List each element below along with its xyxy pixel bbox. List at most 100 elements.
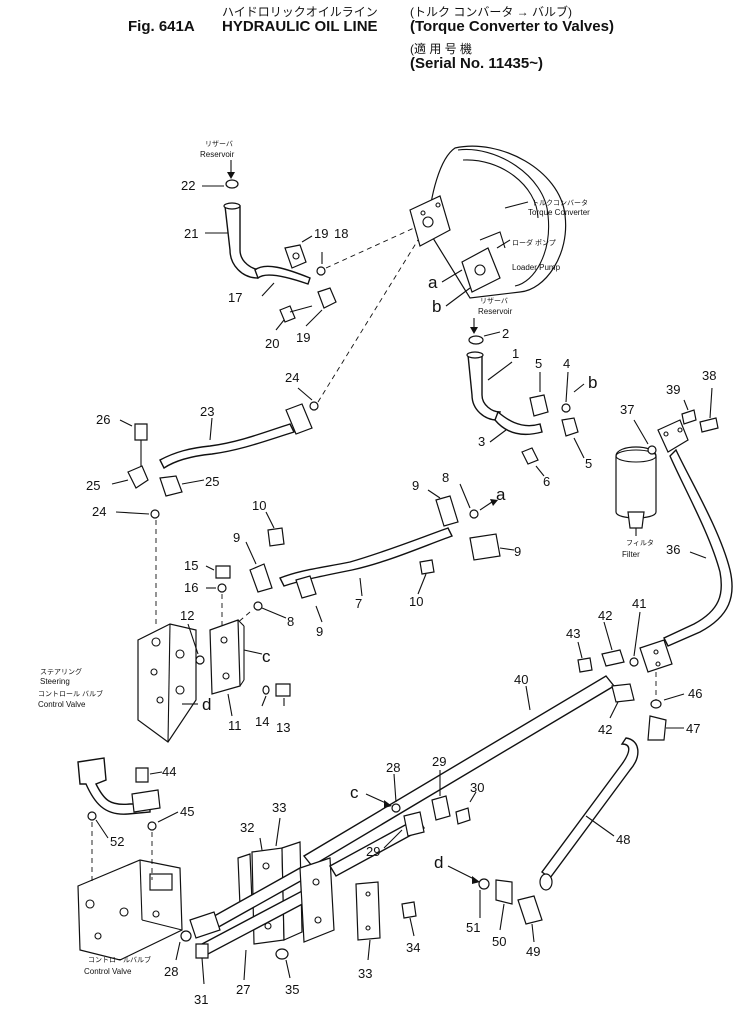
callout-47: 47 <box>686 721 700 736</box>
callout-31: 31 <box>194 992 208 1007</box>
filter <box>615 446 657 519</box>
part-4-oring <box>561 403 571 413</box>
part-26-bolt <box>134 423 148 441</box>
callout-43: 43 <box>566 626 580 641</box>
torque-converter-leader <box>504 201 529 209</box>
part-51-oring <box>478 878 490 890</box>
part-3-tube <box>494 410 543 436</box>
reservoir-mid-label: Reservoir <box>478 307 513 316</box>
part-43-bolt <box>577 657 593 673</box>
part-5-clamp-lower <box>561 417 579 437</box>
callout-9-upper: 9 <box>412 478 419 493</box>
part-9-clamp-left <box>249 563 273 593</box>
callout-28-top: 28 <box>386 760 400 775</box>
part-28-oring-lower <box>180 930 192 942</box>
part-42-clamp-upper <box>601 649 625 667</box>
part-9-clamp-lower <box>295 575 317 599</box>
serial-number: (Serial No. 11435~) <box>410 55 543 72</box>
part-11-block <box>209 619 241 695</box>
callout-33-top: 33 <box>272 800 286 815</box>
connection-a-mid: a <box>496 485 506 504</box>
part-52-oring <box>87 811 97 821</box>
callout-14: 14 <box>255 714 269 729</box>
part-49-elbow <box>517 895 543 925</box>
part-29-block <box>299 857 335 943</box>
callout-6: 6 <box>543 474 550 489</box>
part-47-elbow <box>647 715 667 741</box>
callout-21: 21 <box>184 226 198 241</box>
callout-36: 36 <box>666 542 680 557</box>
callout-19-top: 19 <box>314 226 328 241</box>
callout-52: 52 <box>110 834 124 849</box>
loader-pump-label-jp: ローダ ポンプ <box>512 238 556 247</box>
callout-9-left: 9 <box>233 530 240 545</box>
callout-34: 34 <box>406 940 420 955</box>
filter-label: Filter <box>622 550 640 559</box>
callout-22: 22 <box>181 178 195 193</box>
callout-20: 20 <box>265 336 279 351</box>
part-13-bolt <box>275 683 291 697</box>
part-15-plug <box>215 565 231 579</box>
callout-48: 48 <box>616 832 630 847</box>
part-23-flange <box>285 403 313 435</box>
reservoir-top-label-jp: リザーバ <box>205 140 233 148</box>
part-33-plate-right <box>355 881 381 941</box>
part-28-oring-upper <box>391 803 401 813</box>
part-25-clamp-right <box>159 475 183 497</box>
callout-3: 3 <box>478 434 485 449</box>
part-14-washer <box>262 685 270 695</box>
callout-25-left: 25 <box>86 478 100 493</box>
steering-label-jp: ステアリング <box>40 667 82 676</box>
arrow-head-icon <box>227 172 235 179</box>
callout-50: 50 <box>492 934 506 949</box>
connection-a-top: a <box>428 273 438 292</box>
part-9-flange <box>469 533 501 561</box>
control-valve-label-jp: コントロールバルブ <box>88 955 151 964</box>
callout-39: 39 <box>666 382 680 397</box>
control-valve-port <box>149 873 173 891</box>
callout-1: 1 <box>512 346 519 361</box>
part-25-clamp-left <box>127 465 149 489</box>
part-36-tube <box>663 448 733 647</box>
part-12-oring <box>195 655 205 665</box>
part-42-clamp-lower <box>611 683 635 703</box>
figure-number: Fig. 641A <box>128 18 195 35</box>
serial-japanese: (適 用 号 機 <box>410 42 472 56</box>
steering-label: Steering <box>40 677 70 686</box>
callout-16: 16 <box>184 580 198 595</box>
connection-b-top: b <box>432 297 441 316</box>
reservoir-top-label: Reservoir <box>200 150 235 159</box>
arrow-head-icon <box>490 499 498 506</box>
callout-4: 4 <box>563 356 570 371</box>
part-8-oring-lower <box>253 601 263 611</box>
callout-15: 15 <box>184 558 198 573</box>
part-41-oring <box>629 657 639 667</box>
callout-42-bottom: 42 <box>598 722 612 737</box>
reservoir-mid-label-jp: リザーバ <box>480 297 508 305</box>
subtitle-japanese: (トルク コンバータ → バルブ) <box>410 5 572 19</box>
part-29-clamp-upper <box>431 795 451 821</box>
arrow-head-icon <box>472 876 480 884</box>
part-23-hose <box>159 423 295 470</box>
callout-2: 2 <box>502 326 509 341</box>
callout-23: 23 <box>200 404 214 419</box>
part-20-bolt <box>279 305 296 323</box>
part-45-oring <box>147 821 157 831</box>
arrow-head-icon <box>470 327 478 334</box>
callout-49: 49 <box>526 944 540 959</box>
callout-41: 41 <box>632 596 646 611</box>
connection-d-lower: d <box>434 853 443 872</box>
part-19-clamp-lower <box>317 287 337 309</box>
callout-27: 27 <box>236 982 250 997</box>
torque-converter-housing <box>409 145 567 299</box>
part-35-nut <box>275 948 289 960</box>
part-7-hose <box>279 527 453 587</box>
part-21-hose <box>224 205 264 279</box>
part-37-oring <box>647 445 657 455</box>
callout-10-top: 10 <box>252 498 266 513</box>
callout-18: 18 <box>334 226 348 241</box>
filter-label-jp: フィルタ <box>626 538 654 547</box>
part-36-flange-upper <box>657 419 689 453</box>
